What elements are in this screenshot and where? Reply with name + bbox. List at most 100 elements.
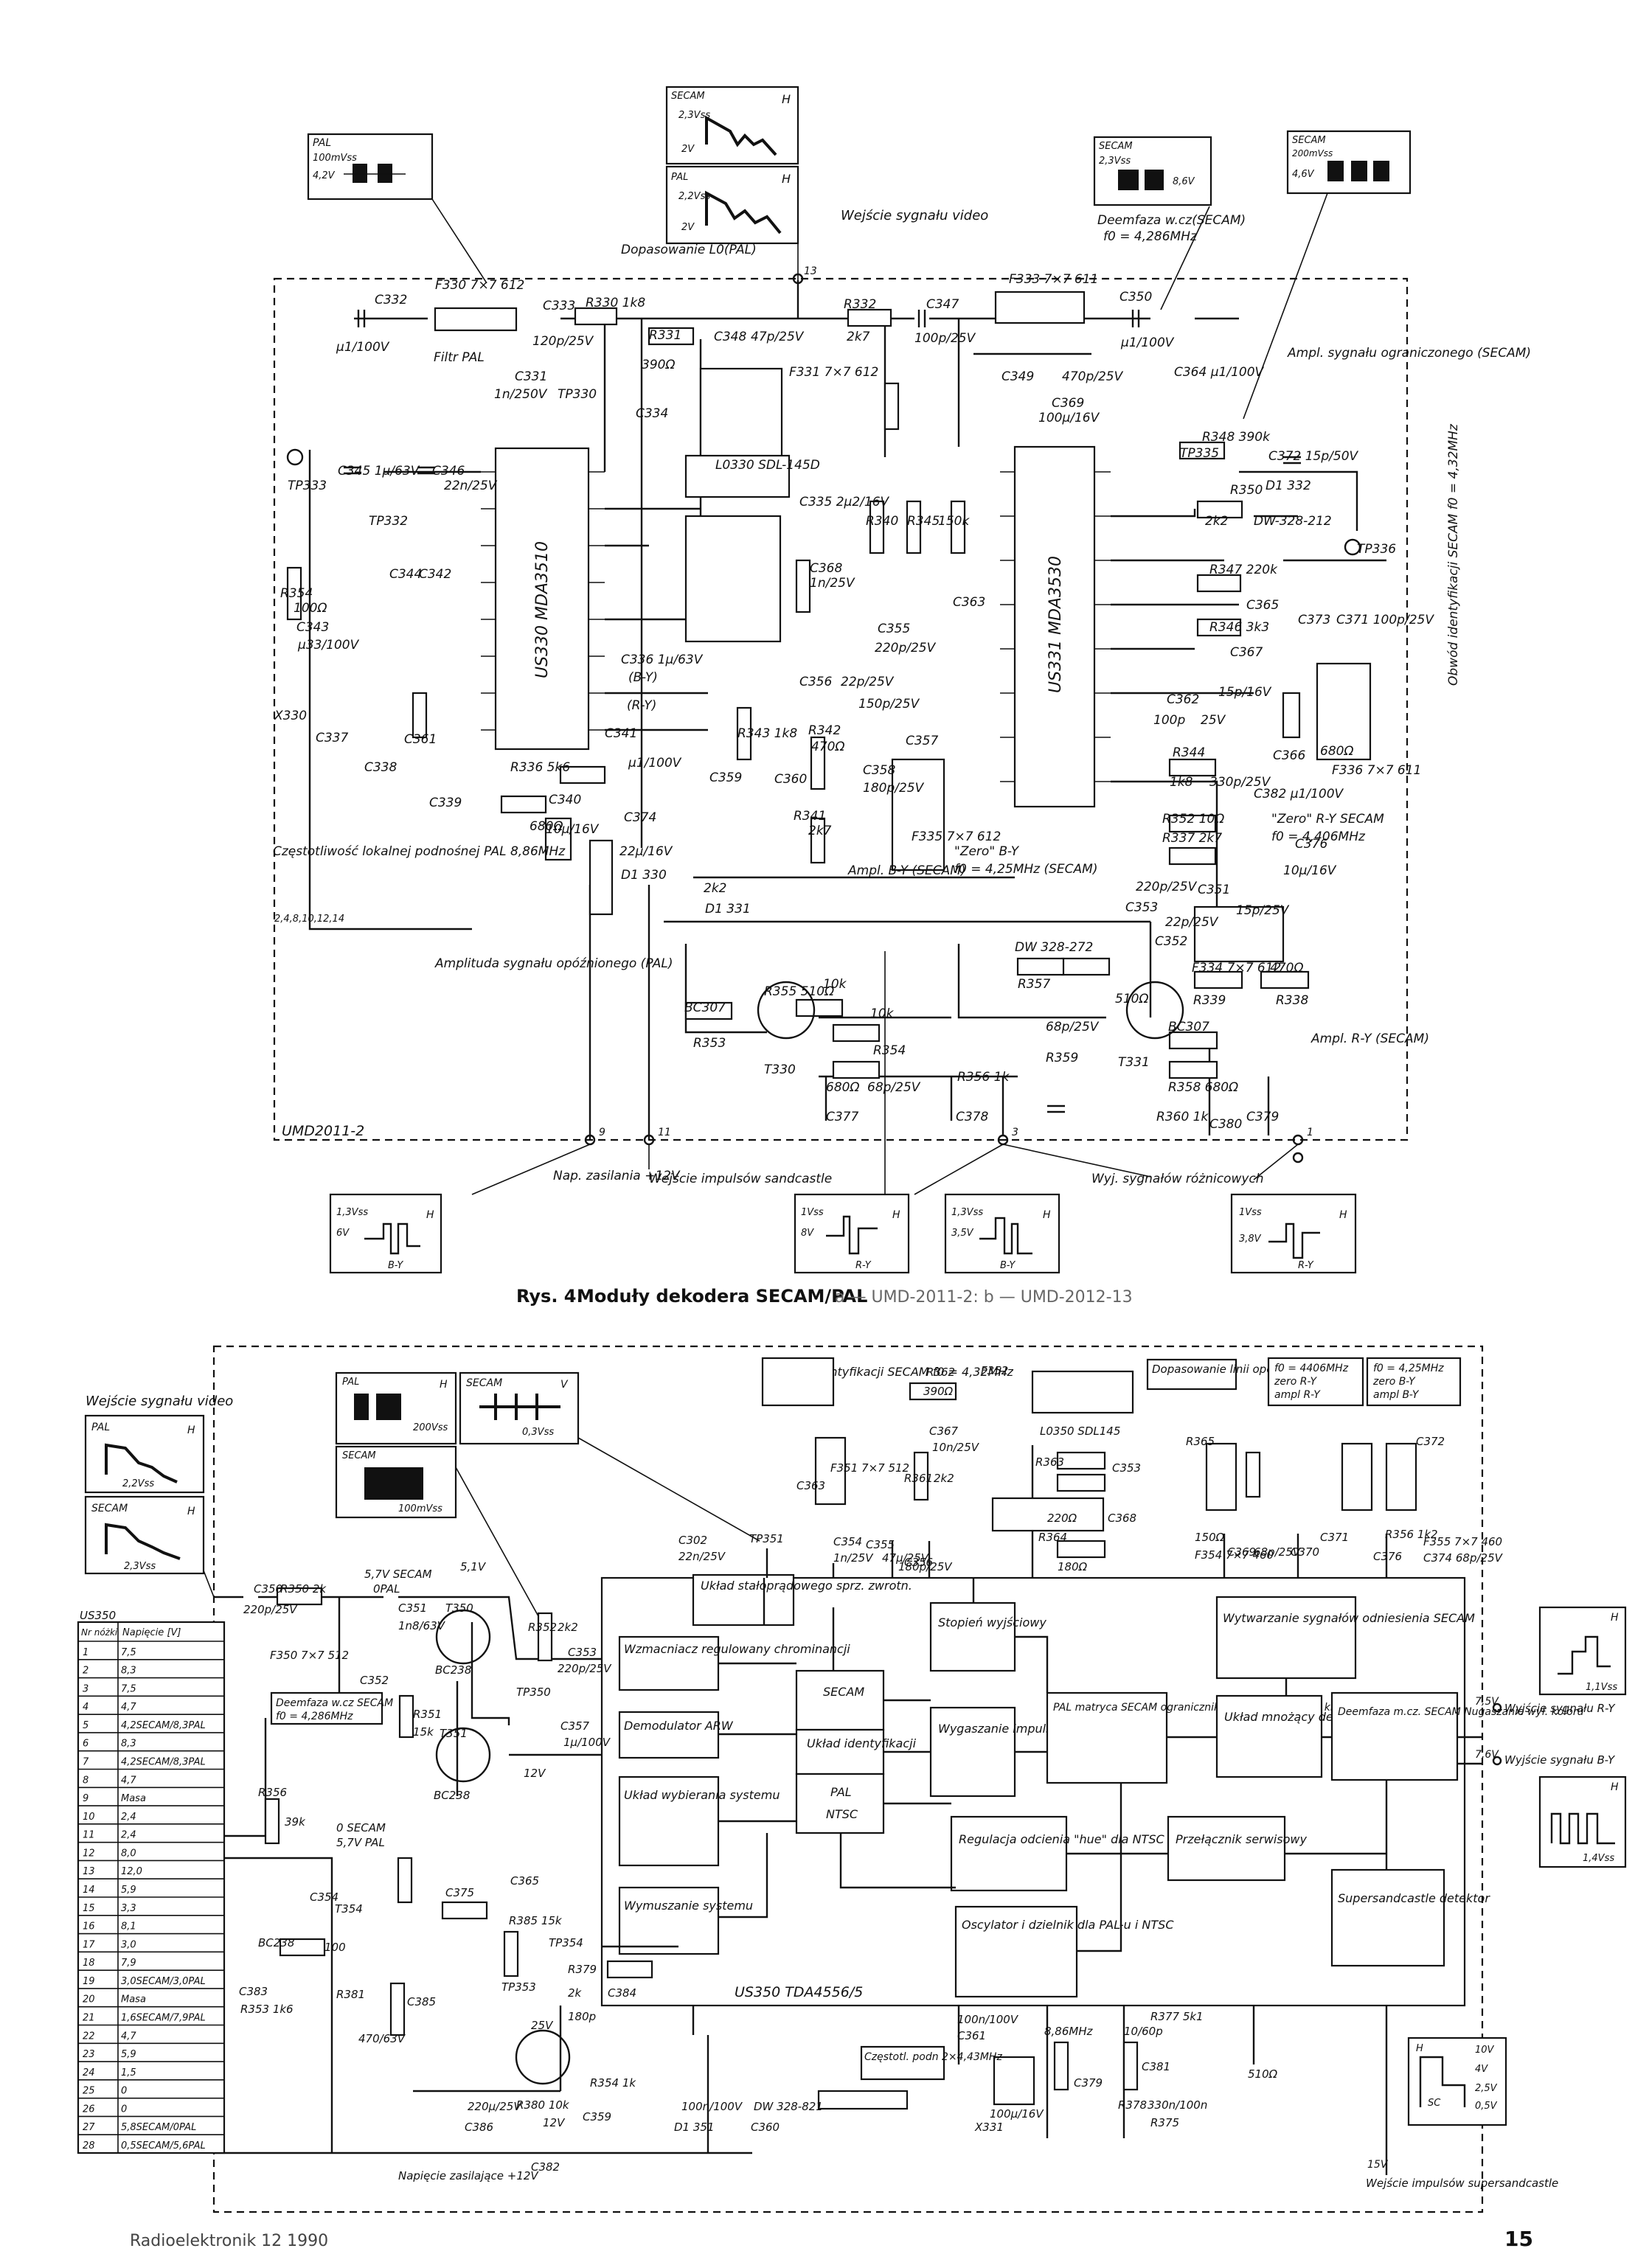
svg-text:PAL: PAL — [342, 1377, 359, 1388]
svg-text:H: H — [187, 1425, 195, 1436]
svg-text:1,3Vss: 1,3Vss — [951, 1207, 983, 1218]
svg-text:Filtr PAL: Filtr PAL — [434, 350, 485, 365]
svg-text:Układ identyfikacji: Układ identyfikacji — [807, 1736, 917, 1750]
svg-text:2,4,8,10,12,14: 2,4,8,10,12,14 — [274, 914, 344, 925]
svg-text:f0 = 4,286MHz: f0 = 4,286MHz — [276, 1711, 353, 1722]
supply-label-top: Nap. zasilania +12V — [553, 1169, 681, 1183]
svg-text:Ampl. B-Y (SECAM): Ampl. B-Y (SECAM) — [847, 863, 966, 878]
table-pin-voltage: 0,5SECAM/5,6PAL — [121, 2140, 206, 2152]
svg-text:C371 100p/25V: C371 100p/25V — [1336, 613, 1434, 627]
svg-text:2k2: 2k2 — [1205, 514, 1228, 529]
svg-text:Supersandcastle detektor: Supersandcastle detektor — [1338, 1891, 1490, 1905]
svg-text:1: 1 — [1307, 1127, 1313, 1138]
svg-text:T351: T351 — [440, 1727, 468, 1740]
svg-text:R-Y: R-Y — [1298, 1260, 1314, 1271]
svg-text:F336 7×7 611: F336 7×7 611 — [1332, 763, 1421, 778]
svg-text:Amplituda sygnału opóźnionego: Amplituda sygnału opóźnionego (PAL) — [434, 956, 673, 971]
top-function-labels: Filtr PAL L0330 SDL-145D Ampl. sygnału o… — [273, 346, 1531, 1046]
svg-text:150Ω: 150Ω — [1195, 1531, 1225, 1544]
svg-text:H: H — [187, 1506, 195, 1517]
svg-text:180p: 180p — [568, 2010, 596, 2023]
svg-text:Deemfaza w.cz(SECAM): Deemfaza w.cz(SECAM) — [1097, 213, 1246, 228]
svg-text:390Ω: 390Ω — [642, 358, 675, 372]
module-label: UMD2011-2 — [282, 1123, 364, 1139]
svg-text:470Ω: 470Ω — [1270, 961, 1303, 975]
svg-text:f0 = 4,286MHz: f0 = 4,286MHz — [1103, 229, 1198, 244]
svg-text:12V: 12V — [543, 2116, 566, 2129]
svg-text:T354: T354 — [335, 1902, 363, 1916]
table-pin-number: 2 — [83, 1666, 88, 1677]
svg-text:2k2: 2k2 — [934, 1472, 954, 1485]
svg-text:R340: R340 — [866, 514, 898, 529]
table-pin-voltage: 4,2SECAM/8,3PAL — [121, 1720, 206, 1731]
svg-text:4,6V: 4,6V — [1292, 169, 1315, 180]
svg-text:H: H — [1416, 2043, 1423, 2054]
svg-text:680Ω: 680Ω — [530, 819, 563, 834]
svg-text:B-Y: B-Y — [388, 1260, 403, 1271]
svg-text:B-Y: B-Y — [1000, 1260, 1016, 1271]
svg-text:Układ wybierania systemu: Układ wybierania systemu — [624, 1788, 780, 1802]
inset-video-scopes: SECAM 2,3Vss 2V H PAL 2,2Vss 2V H Wejści… — [621, 86, 988, 257]
svg-text:4,2V: 4,2V — [313, 170, 336, 181]
svg-text:150k: 150k — [938, 514, 970, 529]
svg-text:C371: C371 — [1320, 1531, 1349, 1544]
svg-text:BC238: BC238 — [434, 1789, 470, 1802]
svg-text:2,3Vss: 2,3Vss — [1099, 156, 1131, 167]
page-number: 15 — [1504, 2227, 1533, 2251]
svg-text:C370: C370 — [1291, 1545, 1319, 1559]
svg-text:C331: C331 — [515, 369, 547, 384]
svg-text:C359: C359 — [583, 2110, 611, 2123]
svg-text:T350: T350 — [445, 1601, 473, 1615]
svg-text:µ1/100V: µ1/100V — [1120, 335, 1175, 350]
svg-text:R352: R352 — [528, 1621, 557, 1634]
svg-text:C341: C341 — [605, 726, 637, 741]
svg-text:µ1/100V: µ1/100V — [336, 340, 390, 355]
table-pin-number: 15 — [83, 1903, 95, 1914]
table-pin-number: 23 — [83, 2049, 95, 2060]
svg-text:C334: C334 — [636, 406, 668, 421]
svg-text:R385 15k: R385 15k — [509, 1914, 563, 1927]
table-pin-number: 9 — [83, 1793, 88, 1804]
svg-text:9: 9 — [599, 1127, 605, 1138]
svg-text:470Ω: 470Ω — [811, 740, 844, 754]
table-pin-voltage: 2,4 — [121, 1830, 136, 1841]
svg-text:R354: R354 — [873, 1043, 906, 1058]
table-pin-voltage: 8,3 — [121, 1739, 136, 1750]
svg-text:TP350: TP350 — [516, 1686, 551, 1699]
svg-text:C357: C357 — [906, 734, 939, 748]
svg-text:22n/25V: 22n/25V — [678, 1550, 726, 1563]
svg-text:C372 15p/50V: C372 15p/50V — [1268, 449, 1359, 464]
svg-text:TP332: TP332 — [369, 514, 408, 529]
svg-text:BC307: BC307 — [1168, 1020, 1209, 1034]
svg-text:H: H — [1339, 1209, 1347, 1221]
svg-text:US350: US350 — [80, 1609, 116, 1622]
svg-text:R336 5k6: R336 5k6 — [510, 760, 570, 775]
svg-text:68p/25V: 68p/25V — [1046, 1020, 1100, 1034]
svg-text:510Ω: 510Ω — [1115, 992, 1148, 1006]
svg-text:220p/25V: 220p/25V — [1136, 880, 1198, 894]
svg-text:C355: C355 — [878, 622, 910, 636]
svg-text:1n/25V: 1n/25V — [833, 1551, 874, 1565]
svg-text:R356: R356 — [258, 1786, 287, 1799]
svg-text:10k: 10k — [870, 1006, 895, 1021]
svg-text:C363: C363 — [953, 595, 985, 610]
svg-text:2,3Vss: 2,3Vss — [124, 1561, 156, 1572]
svg-text:ampl R-Y: ampl R-Y — [1274, 1389, 1321, 1401]
svg-text:C353: C353 — [1112, 1461, 1141, 1475]
svg-text:SECAM: SECAM — [1292, 135, 1326, 146]
svg-text:R338: R338 — [1276, 993, 1308, 1008]
svg-text:C359: C359 — [709, 771, 742, 785]
svg-text:Moduły dekodera SECAM/PAL: Moduły dekodera SECAM/PAL — [577, 1286, 867, 1307]
inset-pal: PAL 100mVss 4,2V — [307, 133, 434, 201]
svg-text:1,4Vss: 1,4Vss — [1583, 1853, 1614, 1864]
svg-text:R377 5k1: R377 5k1 — [1150, 2010, 1204, 2023]
svg-text:R342: R342 — [808, 723, 841, 738]
table-pin-voltage: 7,5 — [121, 1647, 136, 1658]
table-pin-voltage: 0 — [121, 2104, 127, 2115]
svg-text:Wymuszanie systemu: Wymuszanie systemu — [624, 1899, 753, 1913]
table-pin-number: 5 — [83, 1720, 88, 1731]
svg-text:2k2: 2k2 — [558, 1621, 578, 1634]
svg-text:68p/25V: 68p/25V — [867, 1080, 921, 1095]
svg-text:C356: C356 — [904, 1556, 933, 1569]
svg-text:R358 680Ω: R358 680Ω — [1168, 1080, 1238, 1095]
